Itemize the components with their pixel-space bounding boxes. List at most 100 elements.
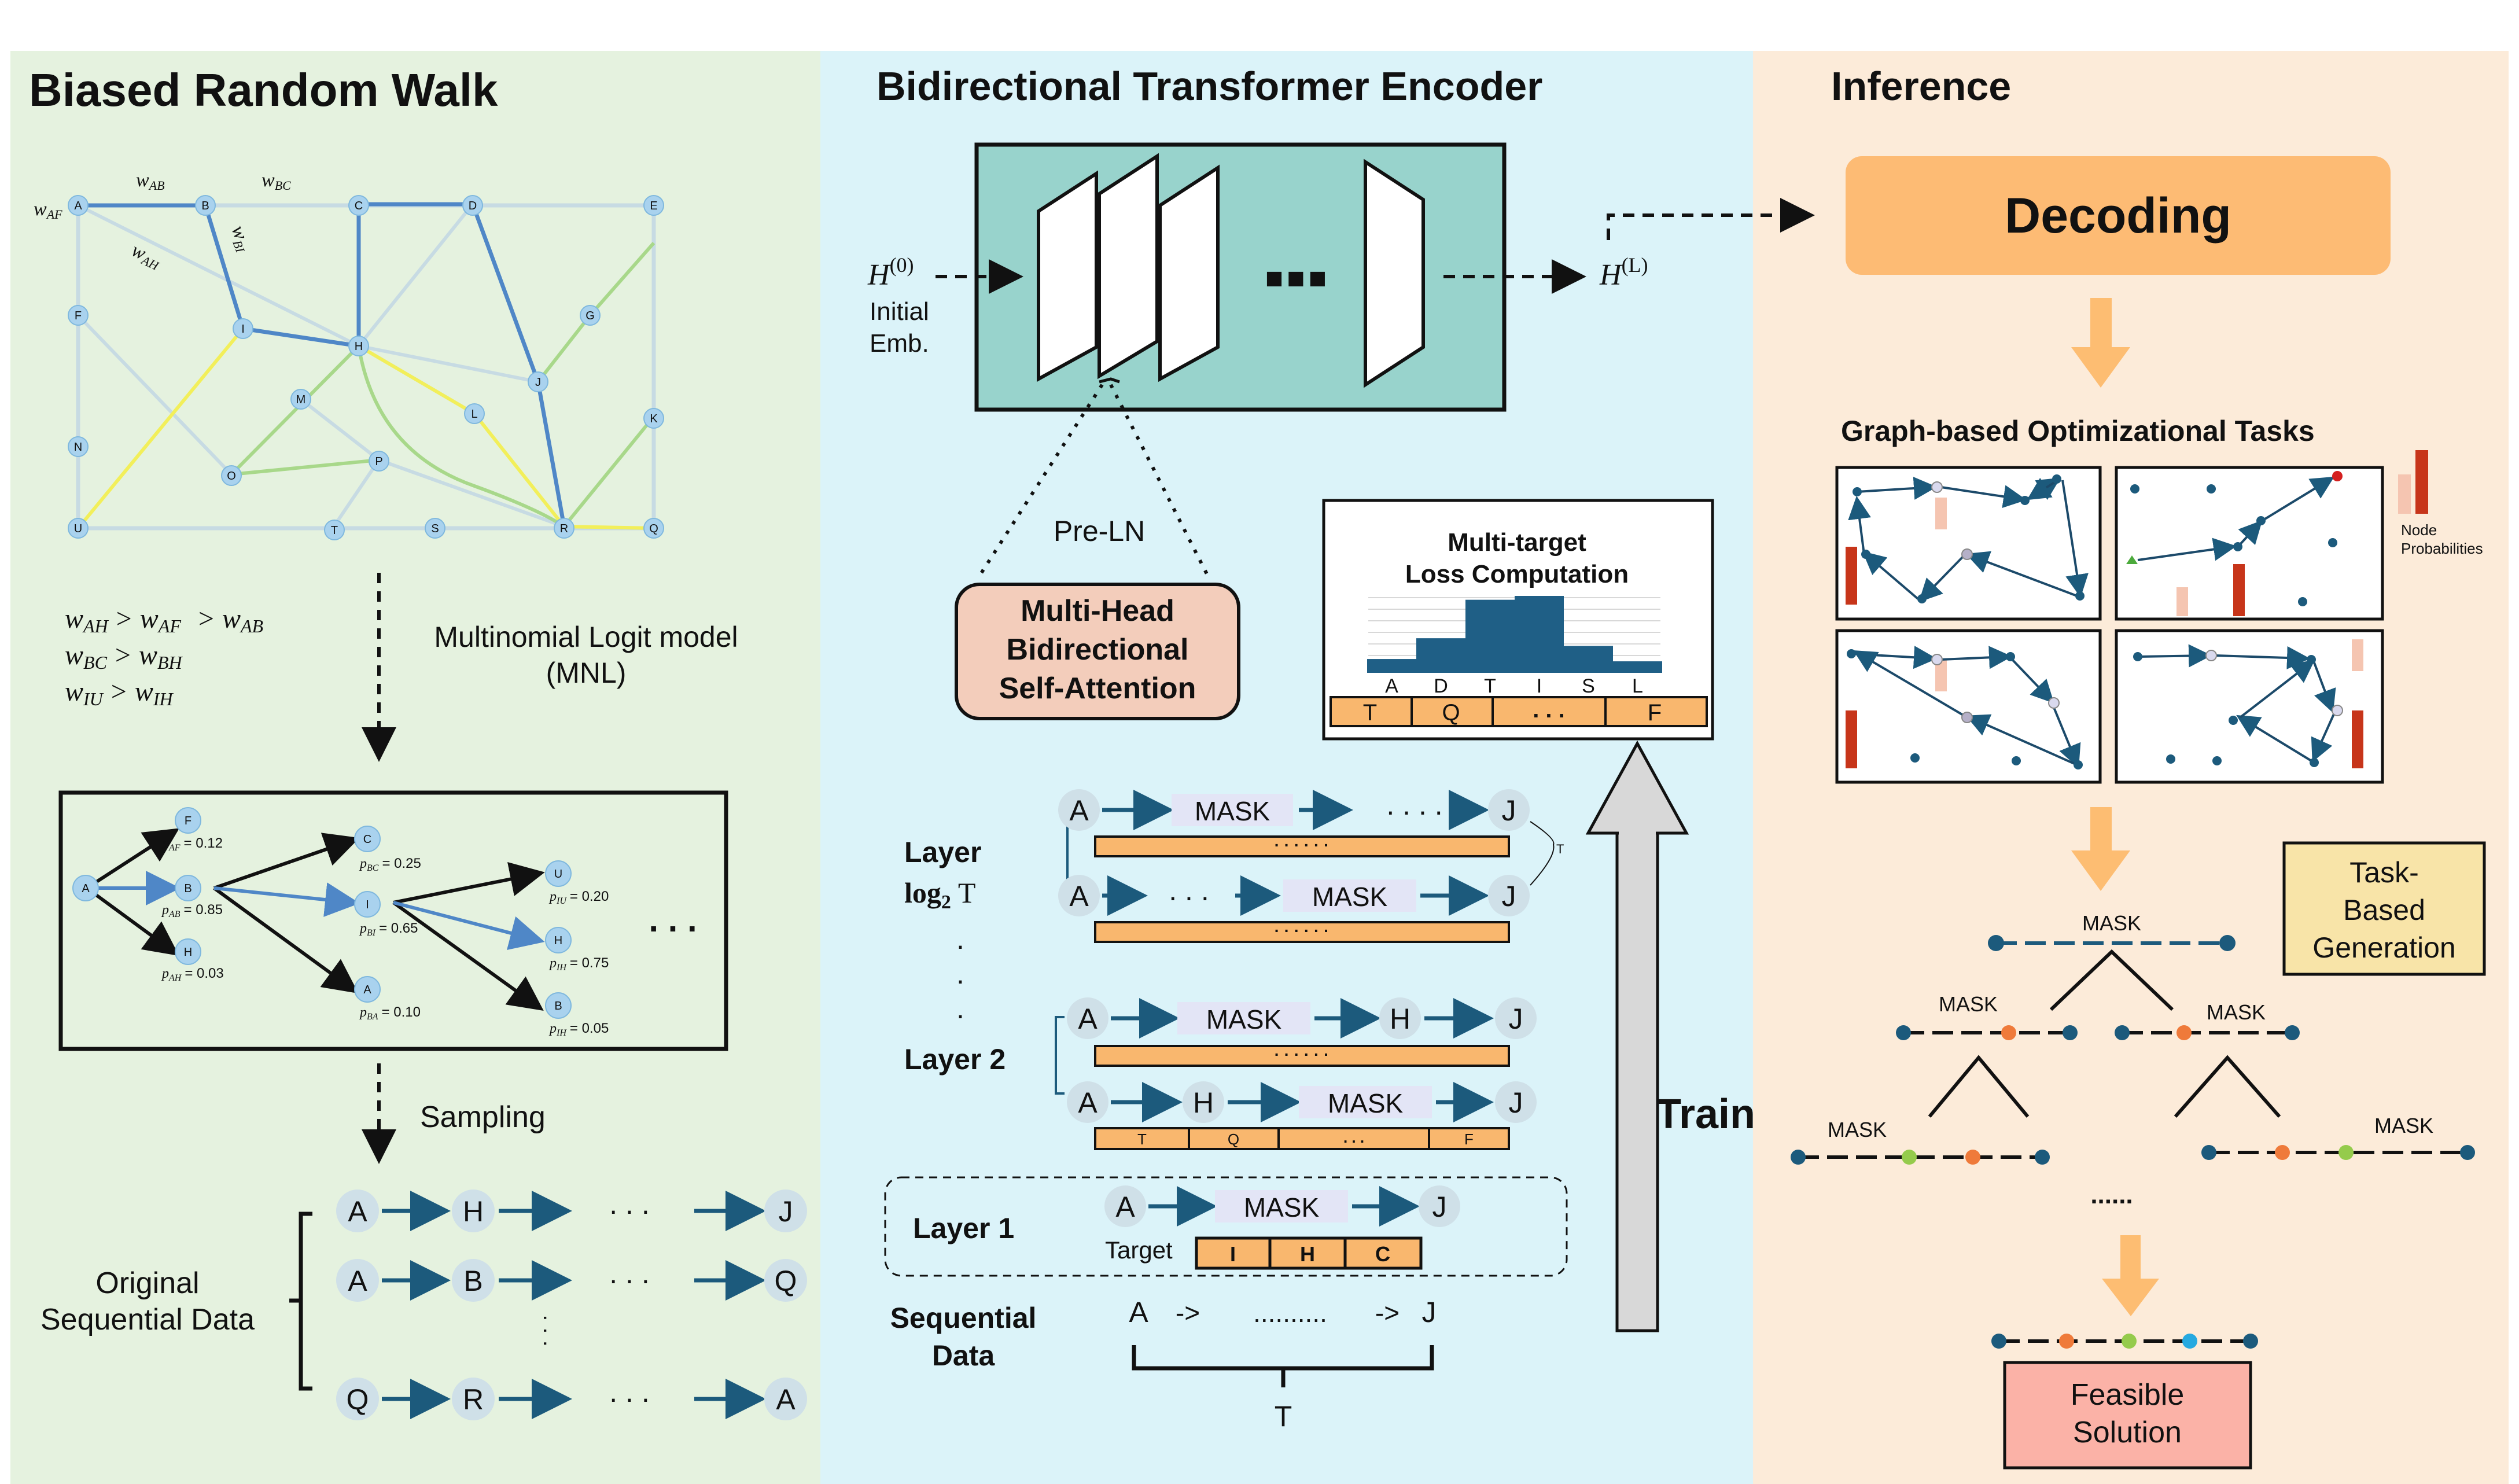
inequality-row: wAH>wAF>wAB [65, 603, 263, 636]
svg-text:A: A [348, 1265, 367, 1297]
graph-nodes: A B C D E F G H I J K L M N O P Q R S T … [68, 195, 664, 540]
histogram-label: A [1385, 675, 1398, 697]
graph-node: K [643, 408, 664, 429]
svg-text:B: B [184, 882, 191, 895]
target-bar [1195, 1236, 1423, 1270]
sequential-data: Sequential Data A -> .......... -> J T [890, 1296, 1437, 1433]
sequential-brace-label: T [1275, 1400, 1292, 1433]
layer2-label: Layer 2 [904, 1043, 1006, 1076]
svg-text:I: I [366, 898, 369, 911]
original-sequential-data: Original Sequential Data A H . . . J A B… [40, 1188, 807, 1420]
layer2-bar-dots: · · · · · · [1275, 1045, 1330, 1063]
tree-prob-label: pAH= 0.03 [161, 966, 224, 983]
initial-label-line1: Initial [870, 297, 929, 326]
layer-log-dots: . . . [1169, 874, 1209, 907]
sequence-row: A B . . . Q [336, 1257, 807, 1302]
graph-node: P [369, 451, 389, 472]
tree-node: I [354, 891, 381, 918]
sequential-arrow1: -> [1176, 1298, 1200, 1328]
graph-node: G [580, 305, 601, 326]
graph-node: S [425, 518, 445, 539]
graph-node: D [462, 195, 483, 216]
inequality-row: wIU>wIH [65, 676, 174, 709]
preln-label: Pre-LN [1054, 515, 1145, 547]
mask-token [1172, 794, 1293, 826]
task-panel: Node Probabilities [2115, 450, 2483, 621]
loss-target-bar [1330, 696, 1708, 727]
tree-node-root: A [72, 875, 99, 901]
mask-token-label: MASK [1312, 882, 1388, 912]
mnl-label-line1: Multinomial Logit model [434, 621, 738, 653]
sequential-start: A [1129, 1296, 1148, 1328]
graph-node: E [643, 195, 664, 216]
svg-text:F: F [185, 815, 191, 827]
layer1-seq-end: J [1432, 1191, 1447, 1223]
svg-text:H: H [184, 946, 192, 959]
mask-label: MASK [1939, 992, 1998, 1016]
sequence-row: Q R . . . A [336, 1376, 807, 1420]
orange-arrow [2071, 298, 2130, 388]
svg-text:K: K [650, 413, 658, 425]
target-cell: H [1300, 1242, 1315, 1266]
svg-text:B: B [463, 1265, 483, 1297]
histogram-bar [1465, 599, 1515, 673]
loss-title-line1: Multi-target [1448, 528, 1586, 557]
left-panel-title: Biased Random Walk [29, 64, 498, 116]
mask-token-label: MASK [1195, 796, 1270, 826]
graph-node: R [554, 518, 574, 539]
task-generation-line2: Based [2343, 894, 2425, 926]
svg-text:. . .: . . . [609, 1257, 649, 1290]
generation-tree: MASK MASK MASK MASK MASK ...... [1791, 911, 2475, 1349]
svg-text:A: A [348, 1195, 367, 1228]
svg-text:N: N [74, 441, 82, 454]
mask-token [1215, 1190, 1348, 1222]
sequential-label-line1: Sequential [890, 1302, 1037, 1334]
svg-text:U: U [74, 522, 82, 535]
orange-arrow [2102, 1235, 2159, 1316]
svg-text:B: B [201, 200, 209, 212]
attention-zoom: Pre-LN Multi-Head Bidirectional Self-Att… [955, 377, 1240, 720]
graph: A B C D E F G H I J K L M N O P Q R S T … [34, 170, 664, 540]
layer-vdots: . . . [956, 923, 964, 1025]
svg-text:R: R [463, 1383, 484, 1416]
train-arrow [1585, 740, 1689, 1332]
attention-line1: Multi-Head [1021, 594, 1174, 628]
encoder-dots: ■■■ [1265, 262, 1330, 295]
histogram-label: S [1582, 675, 1595, 697]
graph-node: L [464, 403, 485, 424]
histogram-bar [1416, 638, 1465, 673]
weight-label-af: wAF [34, 198, 62, 222]
layer2-seq-mid: H [1193, 1087, 1214, 1119]
task-panel [1835, 629, 2102, 784]
encoder-layer [1098, 153, 1159, 380]
graph-node: B [195, 195, 216, 216]
svg-text:C: C [363, 833, 371, 846]
layer-log-seq-end: J [1502, 794, 1516, 827]
graph-node: Q [643, 518, 664, 539]
layer-log-seq-end: J [1502, 880, 1516, 912]
svg-text:Q: Q [347, 1383, 369, 1416]
graph-node: M [290, 389, 311, 410]
layer-log-seq-start: A [1069, 794, 1089, 827]
sampling-label: Sampling [420, 1100, 546, 1134]
generation-dots: ...... [2090, 1181, 2133, 1209]
tasks-title: Graph-based Optimizational Tasks [1841, 415, 2315, 447]
histogram-bar [1515, 596, 1564, 673]
svg-text:A: A [74, 200, 82, 212]
weight-label-bc: wBC [262, 170, 291, 193]
graph-node: J [528, 371, 548, 392]
tree-ellipsis: . . . [649, 900, 697, 939]
loss-bar-cell: . . . [1533, 697, 1565, 723]
svg-text:H: H [463, 1195, 484, 1228]
legend-line2: Probabilities [2401, 540, 2483, 557]
graph-node: U [68, 518, 89, 539]
layer2-target-cell: F [1464, 1131, 1474, 1148]
layer-log-dots: . . . . [1386, 789, 1442, 821]
train-label: Train [1656, 1091, 1755, 1137]
histogram-bar [1564, 646, 1613, 673]
graph-node: I [233, 318, 253, 339]
layer-log-bar-dots: · · · · · · [1275, 836, 1330, 854]
mask-token-label: MASK [1328, 1088, 1404, 1118]
